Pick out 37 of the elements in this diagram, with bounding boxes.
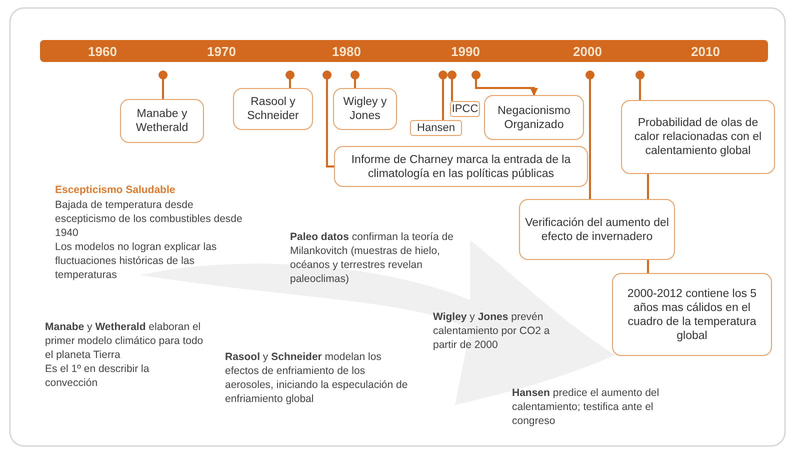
dot-connector-line (350, 70, 360, 88)
note-text: Rasool y Schneider modelan los efectos de enfriamiento de los aerosoles, iniciando la especulación de enfriamiento global (225, 350, 409, 406)
note-text: Manabe y Wetherald elaboran el primer modelo climático para todo el planeta Tierra (45, 320, 204, 362)
year-label: 1980 (332, 44, 361, 59)
event-box: Wigley y Jones (333, 88, 397, 130)
event-box: Verificación del aumento del efecto de invernadero (519, 199, 675, 260)
event-box: 2000-2012 contiene los 5 años mas cálidos en el cuadro de la temperatura global (612, 273, 772, 356)
dot-connector-line (286, 70, 294, 88)
timeline-bar (40, 40, 768, 62)
section-heading: Escepticismo Saludable (55, 183, 176, 197)
tag-box: Hansen (410, 120, 462, 136)
note-text: Wigley y Jones prevén calentamiento por CO2 a partir de 2000 (433, 310, 551, 352)
event-box: Informe de Charney marca la entrada de la climatología en las políticas públicas (334, 146, 588, 187)
event-box: Negacionismo Organizado (484, 95, 584, 140)
dot-connector-line (586, 70, 594, 199)
note-text: Bajada de temperatura desde escepticismo de los combustibles desde 1940 (55, 198, 244, 240)
year-label: 1970 (207, 44, 236, 59)
tag-box: IPCC (450, 101, 480, 117)
note-text: Hansen predice el aumento del calentamiento; testifica ante el congreso (512, 386, 660, 428)
year-label: 2000 (573, 44, 602, 59)
dot-connector-line (448, 70, 456, 101)
dot-connector-line (322, 70, 334, 168)
arrow (472, 70, 538, 96)
note-text: Paleo datos confirman la teoría de Milankovitch (muestras de hielo, océanos y terrestres revelan paleoclimas) (290, 230, 454, 286)
event-box: Probabilidad de olas de calor relacionadas con el calentamiento global (621, 100, 775, 174)
year-label: 2010 (691, 44, 720, 59)
connector-line (647, 260, 649, 273)
event-box: Manabe y Wetherald (120, 99, 204, 143)
dot-connector-line (158, 70, 168, 99)
dot-connector-line (438, 70, 448, 120)
event-box: Rasool y Schneider (233, 88, 313, 130)
year-label: 1990 (451, 44, 480, 59)
note-text: Es el 1º en describir la convección (45, 362, 150, 390)
note-text: Los modelos no logran explicar las fluctuaciones históricas de las temperaturas (55, 240, 218, 282)
connector-line (647, 174, 649, 199)
dot-connector-line (636, 70, 644, 100)
year-label: 1960 (88, 44, 117, 59)
